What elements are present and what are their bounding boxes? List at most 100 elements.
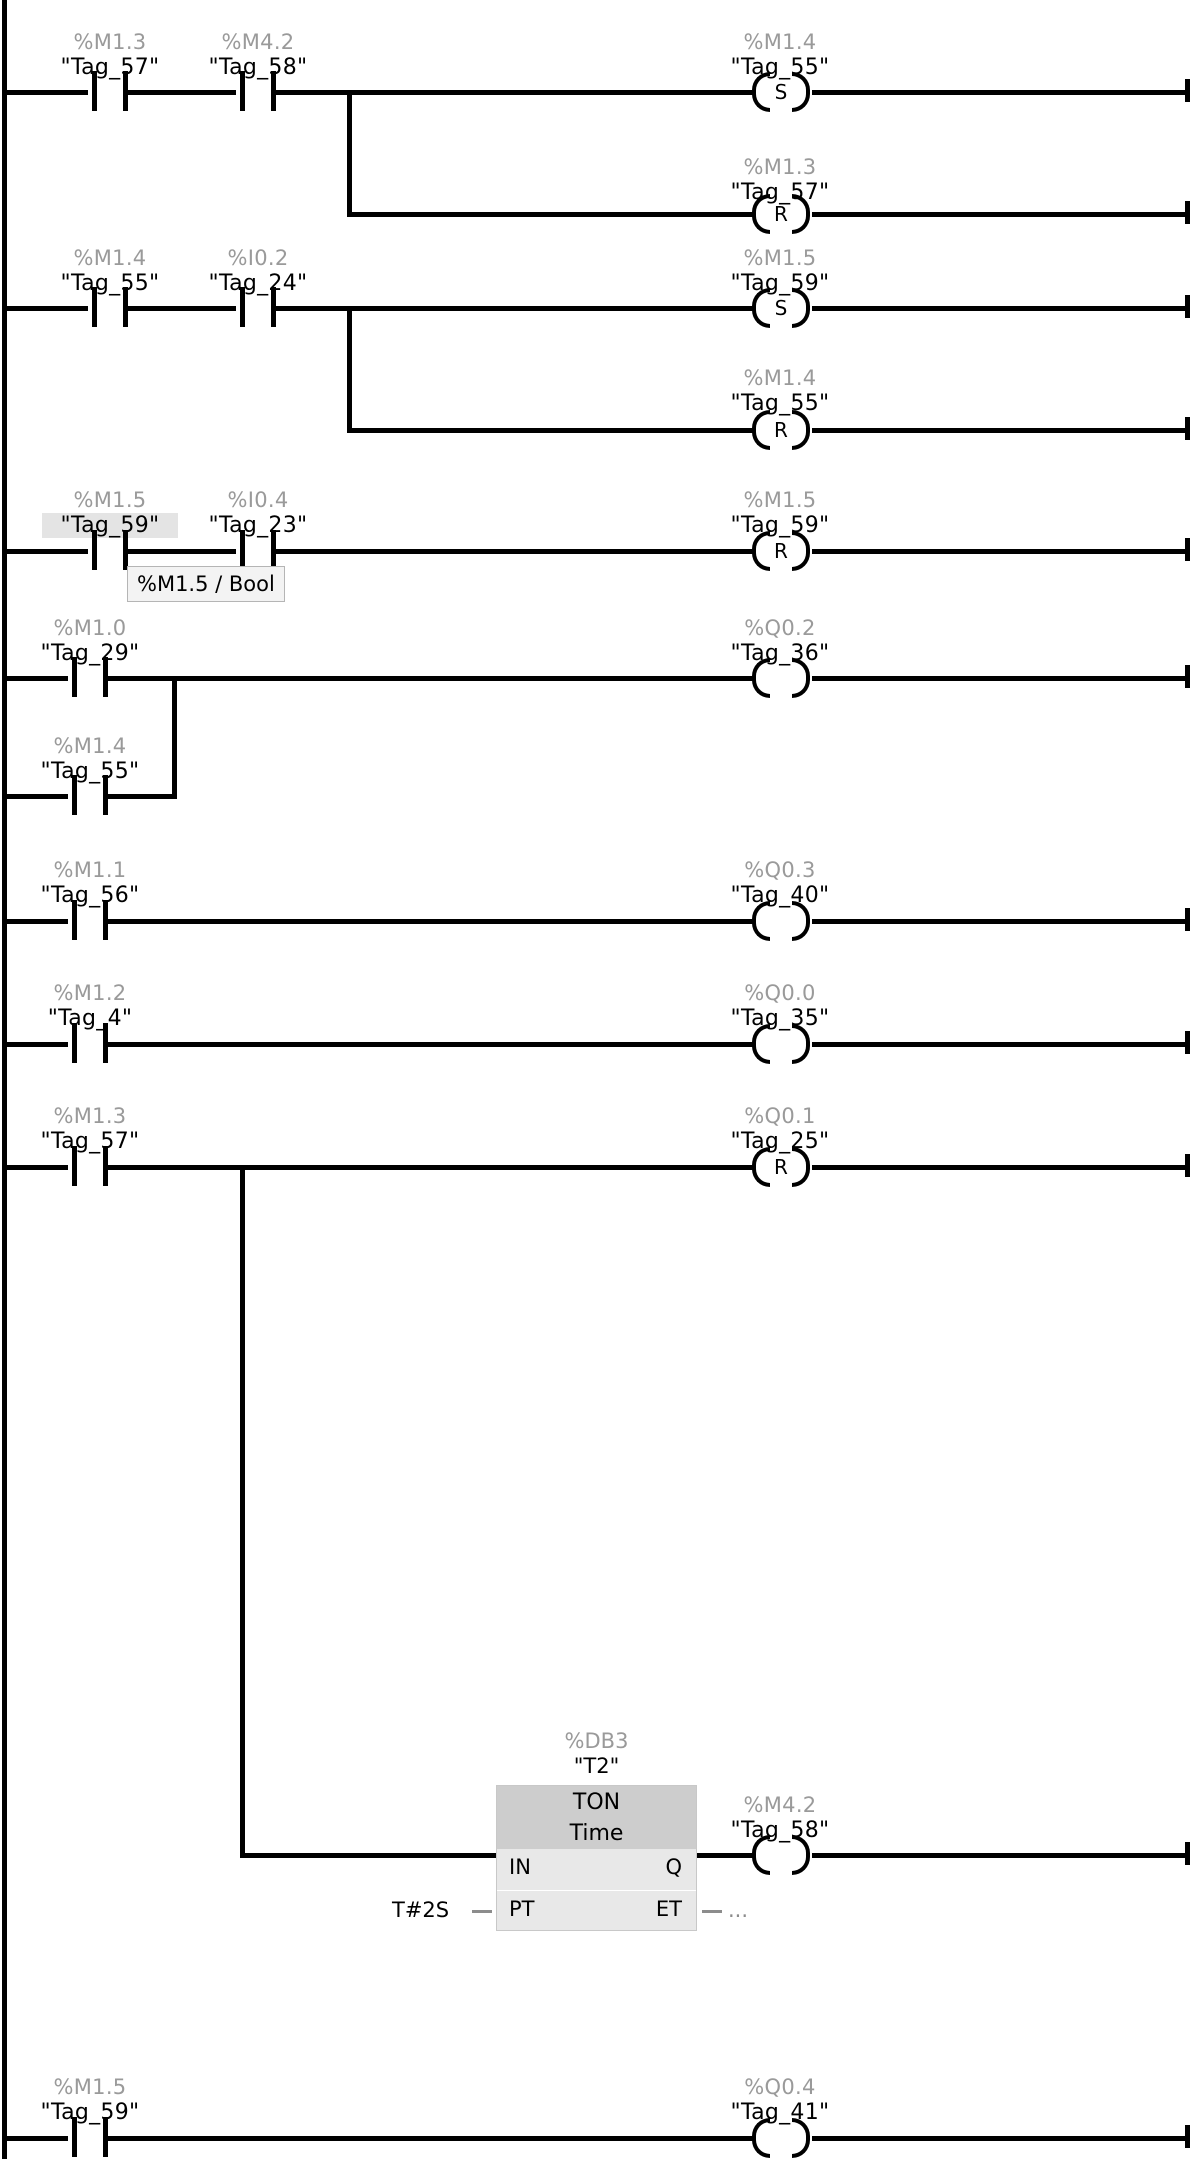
coil-address: %Q0.1: [744, 1104, 816, 1128]
rung-wire: [276, 549, 753, 554]
coil-address: %Q0.2: [744, 616, 816, 640]
output-coil-r8k1[interactable]: [752, 2116, 810, 2159]
contact-tag: "Tag_23": [208, 513, 308, 538]
contact-label-r4c1: %M1.0 "Tag_29": [22, 616, 158, 666]
contact-tag: "Tag_24": [208, 271, 308, 296]
rung-wire: [108, 2136, 754, 2141]
rung-wire: [108, 1165, 754, 1170]
rung-terminator: [1185, 295, 1190, 318]
branch-wire: [347, 212, 753, 217]
contact-tag: "Tag_56": [40, 883, 140, 908]
rung-wire: [812, 90, 1188, 95]
contact-tag: "Tag_57": [40, 1129, 140, 1154]
rung-terminator: [1185, 2125, 1190, 2148]
coil-tag: "Tag_40": [730, 883, 830, 908]
coil-tag: "Tag_35": [730, 1006, 830, 1031]
coil-address: %Q0.3: [744, 858, 816, 882]
coil-tag: "Tag_55": [730, 391, 830, 416]
timer-output-wire: [697, 1853, 754, 1858]
ton-pin-in[interactable]: IN: [509, 1855, 531, 1879]
branch-wire-to-timer-in: [240, 1853, 496, 1858]
rung-terminator: [1185, 79, 1190, 102]
rung-wire: [108, 1042, 754, 1047]
coil-label-r1k2: %M1.3 "Tag_57": [712, 155, 848, 205]
reset-coil-r1k2[interactable]: R: [752, 192, 810, 236]
rung-wire: [812, 306, 1188, 311]
coil-address: %M1.4: [743, 366, 817, 390]
branch-wire: [812, 428, 1188, 433]
contact-label-r3c1: %M1.5 "Tag_59": [42, 488, 178, 538]
coil-label-r5k1: %Q0.3 "Tag_40": [712, 858, 848, 908]
rung-wire: [128, 549, 236, 554]
contact-address: %I0.4: [227, 488, 289, 512]
output-coil-r6k1[interactable]: [752, 1022, 810, 1066]
coil-label-r4k1: %Q0.2 "Tag_36": [712, 616, 848, 666]
contact-tag: "Tag_58": [208, 55, 308, 80]
ton-et-value[interactable]: ...: [728, 1898, 749, 1922]
coil-marker: S: [774, 296, 788, 320]
coil-marker: R: [774, 1155, 788, 1179]
rung-wire: [2, 90, 88, 95]
no-contact-r7c1[interactable]: [67, 1146, 113, 1186]
contact-address: %M1.1: [53, 858, 127, 882]
no-contact-r5c1[interactable]: [67, 900, 113, 940]
coil-tag: "Tag_25": [730, 1129, 830, 1154]
timer-instance-address: %DB3: [564, 1729, 629, 1753]
no-contact-r8c1[interactable]: [67, 2117, 113, 2157]
rung-terminator: [1185, 201, 1190, 224]
contact-tag: "Tag_59": [40, 2100, 140, 2125]
no-contact-r2c1[interactable]: [87, 287, 133, 327]
ton-pin-q[interactable]: Q: [665, 1855, 682, 1879]
coil-address: %M1.5: [743, 488, 817, 512]
reset-coil-r2k2[interactable]: R: [752, 408, 810, 452]
output-coil-r4k1[interactable]: [752, 656, 810, 700]
contact-tag: "Tag_55": [40, 759, 140, 784]
coil-marker: R: [774, 418, 788, 442]
rung-terminator: [1185, 908, 1190, 931]
rung-wire: [2, 676, 68, 681]
coil-label-r7k2: %M4.2 "Tag_58": [712, 1793, 848, 1843]
branch-wire: [347, 428, 753, 433]
timer-instance-label: %DB3 "T2": [496, 1729, 697, 1779]
no-contact-r3c2[interactable]: [235, 530, 281, 570]
coil-tag: "Tag_58": [730, 1818, 830, 1843]
no-contact-r2c2[interactable]: [235, 287, 281, 327]
reset-coil-r3k1[interactable]: R: [752, 529, 810, 573]
ton-block-row-in-q: IN Q: [497, 1849, 696, 1890]
ton-pin-pt[interactable]: PT: [509, 1897, 535, 1921]
output-coil-r7k2[interactable]: [752, 1833, 810, 1877]
rung-wire: [812, 1165, 1188, 1170]
coil-address: %M1.3: [743, 155, 817, 179]
reset-coil-r7k1[interactable]: R: [752, 1145, 810, 1189]
rung-wire: [812, 2136, 1188, 2141]
rung-terminator: [1185, 417, 1190, 440]
no-contact-r3c1[interactable]: [87, 530, 133, 570]
set-coil-r1k1[interactable]: S: [752, 70, 810, 114]
contact-tag-highlighted: "Tag_59": [42, 513, 178, 538]
ton-block-header: TON Time: [497, 1786, 696, 1849]
no-contact-r1c1[interactable]: [87, 71, 133, 111]
no-contact-r1c2[interactable]: [235, 71, 281, 111]
output-coil-r5k1[interactable]: [752, 899, 810, 943]
coil-label-r2k2: %M1.4 "Tag_55": [712, 366, 848, 416]
rung-wire: [812, 1042, 1188, 1047]
ton-pin-et[interactable]: ET: [655, 1897, 682, 1921]
contact-label-r6c1: %M1.2 "Tag_4": [22, 981, 158, 1031]
rung-wire: [2, 549, 88, 554]
rung-wire: [2, 2136, 68, 2141]
ton-pt-value[interactable]: T#2S: [392, 1898, 450, 1922]
timer-instance-name: "T2": [573, 1754, 620, 1778]
no-contact-r6c1[interactable]: [67, 1023, 113, 1063]
rung-wire: [128, 90, 236, 95]
no-contact-r4c2[interactable]: [67, 775, 113, 815]
branch-wire-vertical: [347, 90, 352, 217]
set-coil-r2k1[interactable]: S: [752, 286, 810, 330]
contact-tag: "Tag_29": [40, 641, 140, 666]
rung-wire: [128, 306, 236, 311]
ton-timer-block[interactable]: TON Time IN Q PT ET: [496, 1785, 697, 1931]
no-contact-r4c1[interactable]: [67, 657, 113, 697]
branch-wire: [812, 212, 1188, 217]
timer-output-wire: [812, 1853, 1188, 1858]
coil-tag: "Tag_59": [730, 271, 830, 296]
